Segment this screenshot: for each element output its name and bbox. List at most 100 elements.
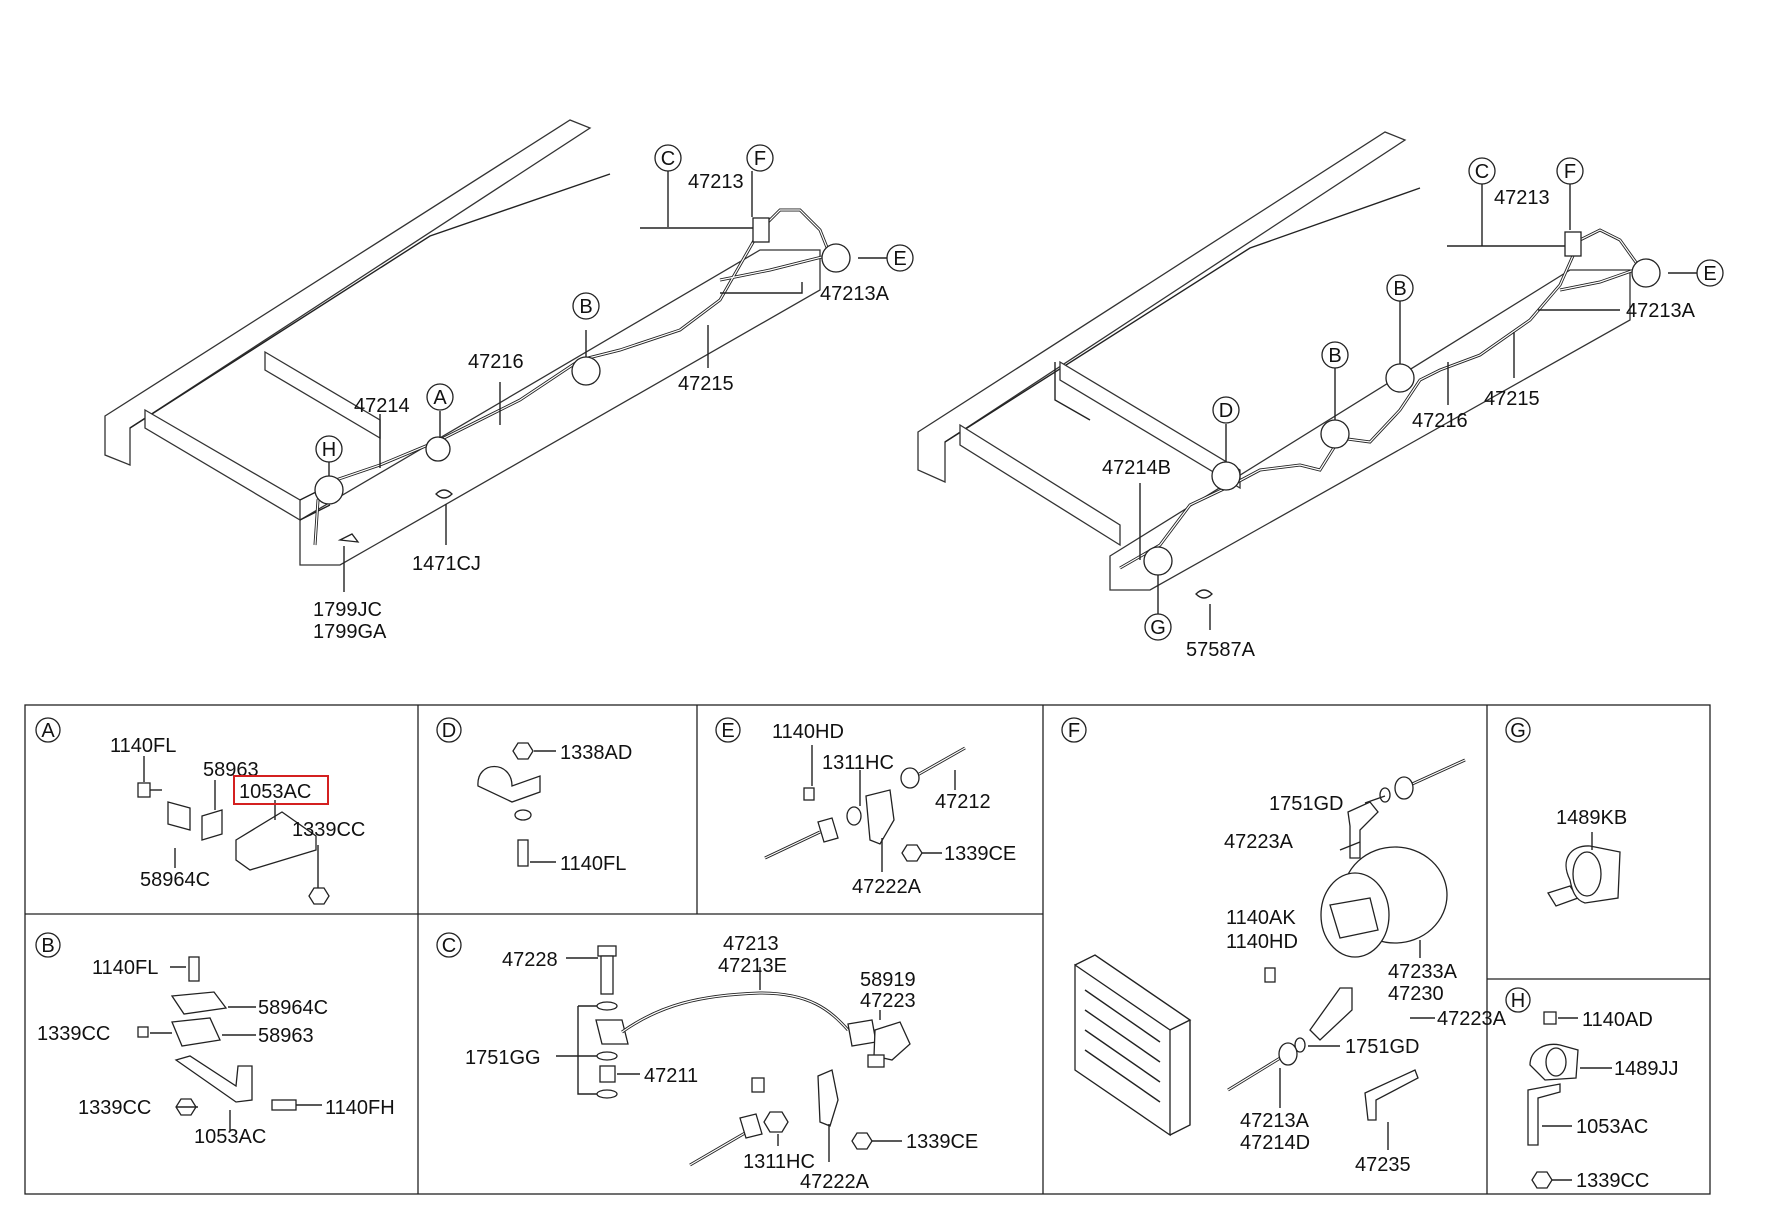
detail-box-b: B 1140FL 58964C 1339CC 58963 1339CC 1140… — [35, 932, 395, 1148]
box-f-elbow-upper-icon — [1347, 801, 1379, 859]
highlight-box-1053ac — [233, 775, 329, 805]
box-d-letter: D — [442, 720, 456, 742]
box-b-bolt-1140fh-icon — [271, 1099, 297, 1111]
box-b-label-1339cc-b: 1339CC — [78, 1097, 151, 1119]
box-e-label-1140hd: 1140HD — [772, 721, 844, 743]
box-e-bracket-icon — [865, 789, 895, 845]
left-detail-circle-e — [821, 243, 851, 273]
box-g-clamp-bore-icon — [1572, 851, 1602, 897]
box-a-letter: A — [41, 720, 55, 742]
box-b-label-58963: 58963 — [258, 1025, 314, 1047]
box-a-clip-58963-icon — [201, 809, 223, 841]
right-detail-circle-e — [1631, 258, 1661, 288]
detail-box-f: F 1751GD 47223A 1140AK 1140HD 47233A 472… — [1061, 717, 1507, 1176]
box-h-bracket-icon — [1527, 1083, 1561, 1146]
box-h-bolt-icon — [1543, 1011, 1557, 1025]
left-detail-circle-a — [425, 436, 451, 462]
box-b-label-1140fl: 1140FL — [92, 957, 158, 979]
box-c-spacer-47211-icon — [599, 1065, 616, 1083]
box-g-letter: G — [1510, 720, 1526, 742]
box-a-nut-icon — [308, 887, 330, 905]
box-c-label-47211: 47211 — [644, 1065, 698, 1087]
box-b-label-1339cc-a: 1339CC — [37, 1023, 110, 1045]
left-letter-b: B — [579, 296, 592, 318]
box-b-clip-58963-icon — [171, 1017, 221, 1047]
box-c-bolt-small-icon — [751, 1077, 765, 1093]
box-c-label-47228: 47228 — [502, 949, 558, 971]
right-frame-rail-lower — [1109, 269, 1631, 591]
right-label-57587a: 57587A — [1186, 639, 1256, 661]
left-clip-1799 — [337, 533, 360, 543]
box-g-label-1489kb: 1489KB — [1556, 807, 1627, 829]
box-f-label-1140hd: 1140HD — [1226, 931, 1298, 953]
box-c-block-fitting-icon — [867, 1054, 885, 1068]
box-c-bolt-47228-icon — [600, 955, 614, 995]
box-f-washer-upper-icon — [1379, 787, 1391, 803]
box-f-bolt-icon — [1264, 967, 1276, 983]
right-frame-view: C F E B B D G 47213 47213A 47215 47216 4… — [917, 131, 1724, 661]
left-letter-c: C — [661, 148, 675, 170]
left-letter-a: A — [433, 387, 447, 409]
box-f-label-47223a-a: 47223A — [1224, 831, 1294, 853]
box-d-bolt-icon — [517, 839, 529, 867]
right-detail-circle-d — [1211, 461, 1241, 491]
box-e-bolt-icon — [803, 787, 815, 801]
left-letter-e: E — [893, 248, 906, 270]
box-c-label-58919: 58919 — [860, 969, 916, 991]
box-f-label-1140ak: 1140AK — [1226, 907, 1296, 929]
detail-box-a: A 1140FL 58963 1053AC 1339CC 58964C — [35, 717, 365, 905]
left-label-1471cj: 1471CJ — [412, 553, 481, 575]
box-f-label-47230: 47230 — [1388, 983, 1444, 1005]
right-detail-circle-b2 — [1385, 363, 1415, 393]
left-label-47213a: 47213A — [820, 283, 890, 305]
right-label-47213a: 47213A — [1626, 300, 1696, 322]
detail-box-c: C 47228 47213 47213E 58919 47223 1751GG … — [436, 932, 978, 1193]
box-e-fitting-icon — [817, 817, 839, 843]
box-c-bolt-head-icon — [597, 945, 617, 957]
box-a-bolt-icon — [137, 782, 151, 798]
box-h-letter: H — [1511, 990, 1525, 1012]
box-h-label-1489jj: 1489JJ — [1614, 1058, 1679, 1080]
box-h-label-1339cc: 1339CC — [1576, 1170, 1649, 1192]
left-detail-circle-h — [314, 475, 344, 505]
box-f-hose-end-lower-icon — [1278, 1042, 1298, 1066]
box-f-label-47214d: 47214D — [1240, 1132, 1310, 1154]
right-letter-b1: B — [1393, 278, 1406, 300]
box-a-label-58964c: 58964C — [140, 869, 210, 891]
box-a-bracket-icon — [235, 811, 317, 871]
box-b-label-1053ac: 1053AC — [194, 1126, 266, 1148]
left-label-47213: 47213 — [688, 171, 744, 193]
box-d-clamp-icon — [477, 765, 541, 803]
right-letter-f: F — [1564, 161, 1576, 183]
left-label-1799jc: 1799JC — [313, 599, 382, 621]
left-label-47216: 47216 — [468, 351, 524, 373]
box-b-bracket-1053ac-icon — [174, 1055, 253, 1103]
box-c-banjo-icon — [595, 1019, 629, 1045]
left-frame-view: C F E B A H 47213 47213A 47216 47214 472… — [104, 119, 914, 643]
box-a-clip-58964c-icon — [167, 801, 191, 831]
box-h-label-1053ac: 1053AC — [1576, 1116, 1648, 1138]
box-e-nut-icon — [901, 844, 923, 862]
box-f-label-47213a: 47213A — [1240, 1110, 1310, 1132]
box-a-label-58963: 58963 — [203, 759, 259, 781]
box-f-label-1751gd-a: 1751GD — [1269, 793, 1344, 815]
box-c-hose-end-icon — [847, 1019, 877, 1047]
box-c-washer-1311hc-icon — [763, 1111, 789, 1133]
right-letter-c: C — [1475, 161, 1489, 183]
right-letter-b2: B — [1328, 345, 1341, 367]
left-letter-h: H — [322, 439, 336, 461]
left-detail-circle-b — [571, 356, 601, 386]
box-e-letter: E — [721, 720, 734, 742]
box-b-bolt-1140fl-icon — [188, 956, 200, 982]
box-c-fitting-icon — [739, 1113, 763, 1139]
right-label-47215: 47215 — [1484, 388, 1540, 410]
left-label-47214: 47214 — [354, 395, 410, 417]
box-c-label-1311hc: 1311HC — [743, 1151, 815, 1173]
box-c-washer-mid-icon — [596, 1051, 618, 1061]
right-label-47213: 47213 — [1494, 187, 1550, 209]
box-h-nut-icon — [1531, 1171, 1553, 1189]
detail-box-h: H 1140AD 1489JJ 1053AC 1339CC — [1505, 987, 1679, 1192]
right-label-47216: 47216 — [1412, 410, 1468, 432]
box-c-label-1751gg: 1751GG — [465, 1047, 541, 1069]
